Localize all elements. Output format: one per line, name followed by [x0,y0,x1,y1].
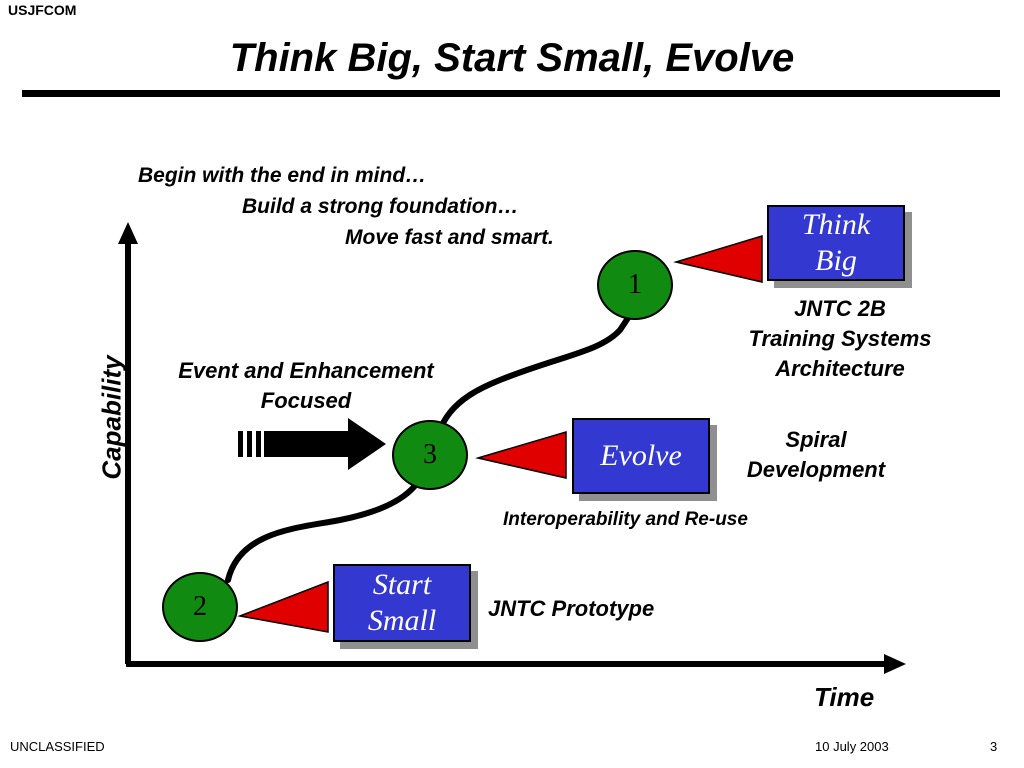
event-line2: Focused [260,388,352,413]
jntc-2b-line2: Training Systems [748,326,932,351]
jntc-2b-label: JNTC 2B Training Systems Architecture [726,294,954,384]
milestone-node-2: 2 [162,572,238,642]
jntc-prototype-label: JNTC Prototype [488,596,655,621]
start-small-line1: Start [372,568,432,601]
think-big-line1: Think [801,208,871,241]
tagline-3: Move fast and smart. [345,226,554,249]
organization-label: USJFCOM [8,2,77,18]
evolve-box: Evolve [572,418,710,494]
jntc-2b-line1: JNTC 2B [794,296,886,321]
pointer-start-small [237,580,329,633]
slide-title: Think Big, Start Small, Evolve [229,36,795,80]
spiral-line2: Development [746,457,886,482]
start-small-box: Start Small [333,564,471,642]
pointer-evolve [475,430,567,479]
think-big-line2: Big [815,244,857,277]
milestone-node-3: 3 [392,420,468,490]
pointer-think-big [673,234,763,283]
interoperability-label: Interoperability and Re-use [503,509,748,530]
spiral-line1: Spiral [785,427,847,452]
date-footer: 10 July 2003 [815,739,889,754]
event-focused-label: Event and Enhancement Focused [150,356,462,416]
title-divider [22,90,1000,97]
page-number: 3 [990,739,998,754]
y-axis-arrowhead [118,222,138,244]
start-small-line2: Small [367,604,437,637]
x-axis-arrowhead [884,654,906,674]
spiral-development-label: Spiral Development [718,425,914,485]
y-axis-label: Capability [96,355,127,480]
classification-footer: UNCLASSIFIED [10,739,105,754]
tagline-1: Begin with the end in mind… [138,164,427,187]
think-big-box: Think Big [767,205,905,281]
tagline-2: Build a strong foundation… [242,195,519,218]
event-arrow [238,418,386,470]
jntc-2b-line3: Architecture [775,356,905,381]
milestone-node-1: 1 [597,250,673,320]
x-axis-label: Time [814,682,875,712]
event-line1: Event and Enhancement [178,358,434,383]
